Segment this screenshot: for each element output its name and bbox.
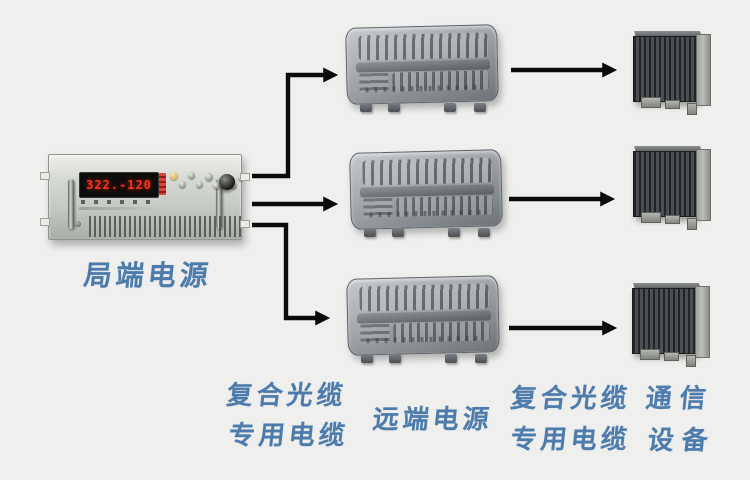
psu-mount-tab: [240, 220, 250, 228]
psu-nameplate-text: [79, 207, 163, 210]
psu-knob: [219, 174, 235, 190]
comm-equipment-label-line2: 设备: [646, 426, 718, 456]
comm-equipment-unit-1: [631, 31, 713, 115]
comm-connector: [686, 355, 696, 367]
amp-cooling-fins: [359, 283, 489, 312]
comm-connector: [665, 215, 680, 224]
local-power-label: 局端电源: [82, 259, 214, 292]
psu-switch-row: [81, 200, 159, 204]
comm-side-panel: [696, 34, 711, 106]
amp-enclosure: [346, 275, 500, 356]
remote-power-label: 远端电源: [371, 405, 495, 435]
amp-connector: [474, 103, 486, 112]
psu-screw: [75, 221, 81, 227]
psu-button: [205, 173, 213, 181]
comm-connector: [687, 218, 697, 230]
comm-connector: [641, 97, 661, 108]
arrow-psu-to-remote-bottom: [252, 222, 331, 326]
amp-connector: [478, 228, 490, 237]
arrow-psu-to-remote-top: [252, 67, 339, 179]
cable-left-label-line2: 专用电缆: [227, 421, 351, 451]
amp-enclosure: [345, 24, 499, 105]
psu-power-button: [170, 172, 178, 180]
psu-right-handle: [216, 179, 222, 229]
amp-connector: [360, 103, 372, 112]
psu-button: [179, 181, 186, 188]
amp-connector: [361, 354, 373, 363]
psu-button: [188, 172, 195, 179]
amp-connector: [445, 354, 457, 363]
local-power-supply-unit: 322.-120: [36, 152, 254, 244]
comm-finned-front: [633, 36, 697, 102]
amp-connector: [388, 103, 400, 112]
comm-connector: [687, 103, 697, 115]
cable-right-label-line2: 专用电缆: [509, 425, 633, 455]
psu-mount-tab: [40, 218, 50, 226]
psu-mount-tab: [240, 173, 250, 181]
psu-led-display: 322.-120: [79, 172, 159, 198]
cable-left-label-line1: 复合光缆: [225, 381, 349, 411]
amp-connector: [475, 354, 487, 363]
amp-cooling-fins: [358, 32, 488, 61]
comm-finned-front: [633, 151, 697, 217]
comm-connector: [640, 349, 660, 360]
psu-button: [213, 182, 220, 189]
amp-cooling-fins: [362, 157, 492, 186]
comm-connector: [665, 100, 680, 109]
comm-side-panel: [695, 286, 710, 358]
amp-connector: [392, 228, 404, 237]
comm-connector: [641, 212, 661, 223]
amp-connector: [444, 103, 456, 112]
psu-left-handle: [68, 179, 74, 229]
psu-indicator-strip: [159, 173, 166, 195]
remote-power-unit-1: [345, 24, 499, 112]
amp-connector: [364, 228, 376, 237]
psu-button: [196, 181, 203, 188]
comm-connector: [664, 352, 679, 361]
amp-connector: [448, 228, 460, 237]
psu-vent-slots: [89, 216, 241, 237]
psu-chassis: 322.-120: [48, 154, 244, 240]
cable-right-label-line1: 复合光缆: [509, 384, 633, 414]
amp-connector: [389, 354, 401, 363]
comm-finned-front: [632, 288, 696, 354]
comm-side-panel: [696, 149, 711, 221]
psu-mount-tab: [40, 172, 50, 180]
remote-power-unit-3: [346, 275, 500, 363]
amp-enclosure: [349, 149, 503, 230]
comm-equipment-unit-3: [630, 283, 712, 367]
comm-equipment-label-line1: 通信: [644, 384, 716, 414]
remote-power-unit-2: [349, 149, 503, 237]
comm-equipment-unit-2: [631, 146, 713, 230]
